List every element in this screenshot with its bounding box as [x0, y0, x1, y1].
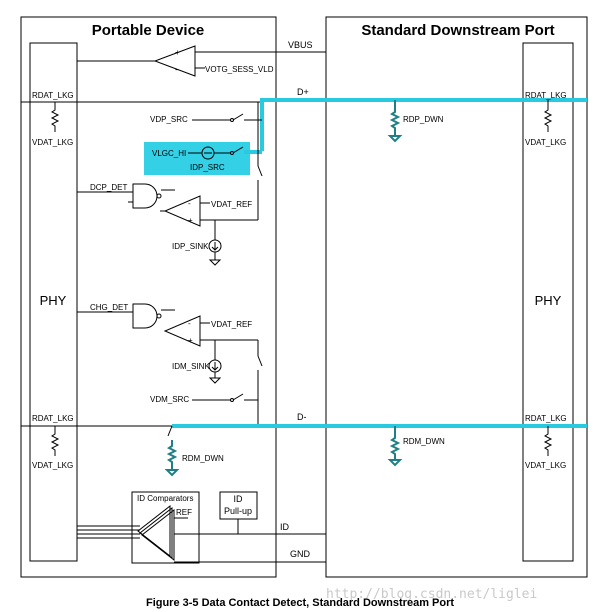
rdat-lkg-label-right-bottom: RDAT_LKG [525, 414, 567, 423]
vdat-ref-label-top: VDAT_REF [211, 200, 252, 209]
vdp-src-switch [232, 113, 244, 121]
idp-src-highlight [144, 142, 250, 175]
right-phy-label: PHY [535, 293, 562, 308]
id-comparators-block [131, 491, 200, 564]
rdp-dwn-resistor [389, 100, 401, 136]
rdat-lkg-resistor-left-top [50, 102, 60, 132]
idp-src-label: IDP_SRC [190, 163, 225, 172]
id-pullup-label-1: ID [234, 494, 244, 504]
chg-det-and-gate [132, 303, 158, 329]
vdat-lkg-label-left-bottom: VDAT_LKG [32, 461, 73, 470]
vdat-lkg-label-right-top: VDAT_LKG [525, 138, 566, 147]
dcd-switch-top [257, 165, 263, 177]
svg-text:-: - [188, 199, 191, 208]
rdm-dwn-ground-left [164, 469, 180, 477]
id-pullup-label-2: Pull-up [224, 506, 252, 516]
chg-det-label: CHG_DET [90, 303, 128, 312]
vdat-lkg-label-right-bottom: VDAT_LKG [525, 461, 566, 470]
rdat-lkg-label-left-bottom: RDAT_LKG [32, 414, 74, 423]
right-phy-block [522, 42, 574, 562]
left-phy-block [29, 42, 78, 562]
svg-text:-: - [188, 319, 191, 328]
votg-sess-vld-label: VOTG_SESS_VLD [205, 65, 274, 74]
rdat-lkg-label-left-top: RDAT_LKG [32, 91, 74, 100]
rdat-lkg-resistor-right-top [543, 100, 553, 132]
svg-text:+: + [175, 48, 180, 57]
chg-det-comparator [163, 315, 201, 347]
dplus-line-highlight [260, 98, 587, 102]
idm-sink-ground [208, 377, 222, 384]
vbus-label: VBUS [288, 40, 313, 50]
vdp-src-label: VDP_SRC [150, 115, 188, 124]
vdat-ref-label-bottom: VDAT_REF [211, 320, 252, 329]
vbus-comparator [153, 45, 196, 77]
downstream-port-title: Standard Downstream Port [361, 22, 554, 39]
rdp-dwn-ground [387, 135, 403, 143]
svg-text:+: + [188, 336, 193, 345]
portable-device-title: Portable Device [92, 22, 205, 39]
dplus-label: D+ [297, 87, 309, 97]
dcp-det-and-gate [132, 183, 158, 209]
rdm-dwn-switch [167, 425, 173, 437]
rdm-dwn-ground-right [387, 459, 403, 467]
vdat-lkg-label-left-top: VDAT_LKG [32, 138, 73, 147]
vlgc-hi-label: VLGC_HI [152, 149, 186, 158]
rdat-lkg-label-right-top: RDAT_LKG [525, 91, 567, 100]
standard-downstream-port-box [325, 16, 588, 578]
svg-text:+: + [188, 216, 193, 225]
idp-sink-label: IDP_SINK [172, 242, 209, 251]
dcp-det-label: DCP_DET [90, 183, 127, 192]
gnd-signal-label: GND [290, 549, 311, 559]
idp-sink-ground [208, 259, 222, 266]
dminus-label: D- [297, 412, 307, 422]
svg-text:-: - [175, 65, 178, 74]
rdat-lkg-resistor-left-bottom [50, 426, 60, 456]
rdm-dwn-label-left: RDM_DWN [182, 454, 224, 463]
rdm-dwn-resistor-left [166, 440, 178, 470]
id-signal-label: ID [280, 522, 290, 532]
id-comparators-label: ID Comparators [137, 494, 193, 503]
dcp-det-comparator [163, 195, 201, 227]
figure-caption: Figure 3-5 Data Contact Detect, Standard… [146, 597, 454, 609]
idp-src-switch [232, 146, 244, 154]
idm-sink-label: IDM_SINK [172, 362, 210, 371]
ref-label: REF [176, 508, 192, 517]
vdm-src-label: VDM_SRC [150, 395, 189, 404]
vdm-src-switch [232, 393, 244, 401]
portable-device-box [20, 16, 277, 578]
rdm-dwn-label-right: RDM_DWN [403, 437, 445, 446]
watermark: http://blog.csdn.net/liglei [326, 587, 537, 602]
dcd-switch-bottom [257, 355, 263, 367]
rdat-lkg-resistor-right-bottom [543, 426, 553, 456]
rdp-dwn-label: RDP_DWN [403, 115, 444, 124]
rdm-dwn-resistor-right [389, 426, 401, 460]
left-phy-label: PHY [40, 293, 67, 308]
